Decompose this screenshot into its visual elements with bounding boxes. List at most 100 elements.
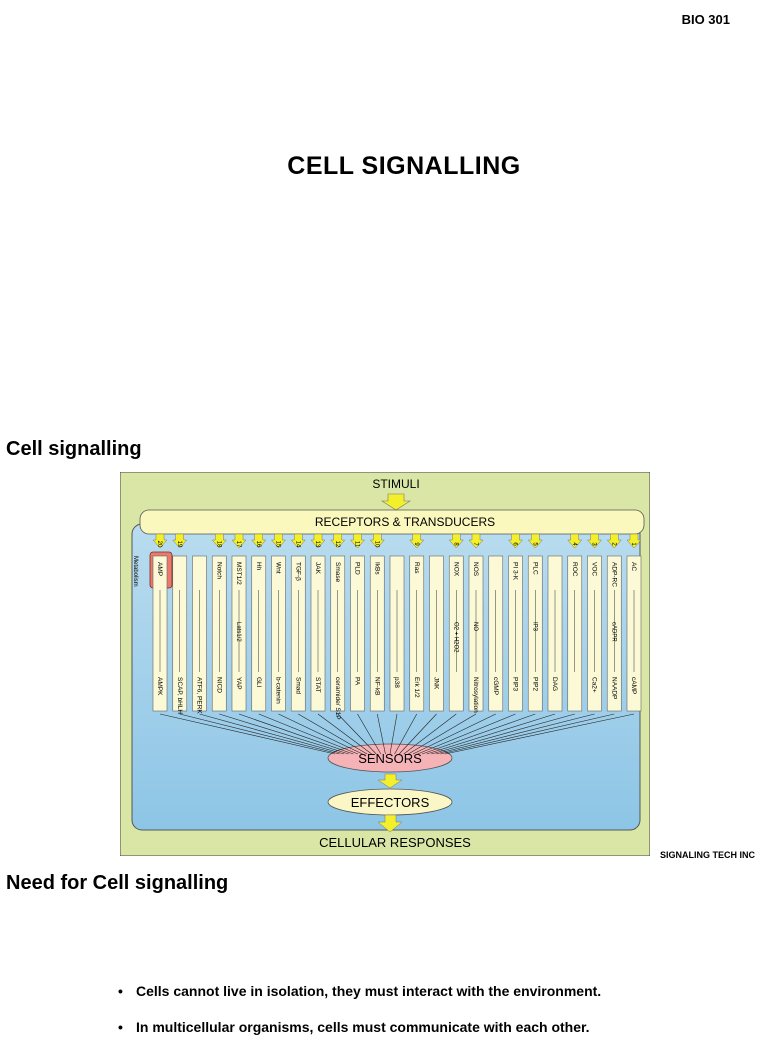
pathway-bottom-label: SCAP, bHLH — [176, 677, 183, 714]
bullet-item: • Cells cannot live in isolation, they m… — [118, 983, 758, 999]
pathway-number: 15 — [275, 541, 281, 548]
pathway-number: 20 — [156, 541, 162, 548]
pathway-bottom-label: Smad — [294, 677, 301, 694]
receptor-arrow — [310, 533, 326, 549]
pathway-top-label: ADP-RC — [610, 562, 617, 587]
converging-arrow — [444, 713, 635, 755]
receptor-arrow — [172, 533, 188, 549]
pathway-bottom-label: GLI — [255, 677, 262, 688]
pathway-number: 2 — [610, 542, 616, 546]
pathway-bottom-label: b-catenin — [275, 677, 282, 704]
receptor-arrow — [626, 533, 642, 549]
effectors-label: EFFECTORS — [351, 795, 430, 810]
pathway-top-label: JAK — [314, 562, 321, 575]
pathway-bottom-label: NICD — [215, 677, 222, 693]
converging-arrow — [376, 713, 386, 755]
bullet-dot: • — [118, 983, 123, 999]
converging-arrow — [298, 713, 368, 755]
pathway-mid-label: IP3 — [531, 622, 537, 632]
stimuli-label: STIMULI — [372, 477, 419, 491]
pathway-mid-label: Lats1/2 — [235, 622, 241, 642]
bullet-text: In multicellular organisms, cells must c… — [136, 1019, 590, 1035]
converging-arrow — [403, 713, 457, 755]
converging-arrows — [159, 713, 635, 755]
pathway-bottom-label: p38 — [393, 677, 400, 688]
receptor-arrow — [606, 533, 622, 549]
pathway-bottom-label: STAT — [314, 677, 321, 693]
pathway-top-label: AC — [630, 562, 637, 571]
bullet-dot: • — [118, 1019, 123, 1035]
pathway-bottom-label: PIP3 — [512, 677, 519, 691]
converging-arrow — [408, 713, 477, 755]
responses-label: CELLULAR RESPONSES — [319, 835, 471, 850]
receptor-arrow — [409, 533, 425, 549]
pathway-number: 5 — [531, 542, 537, 546]
converging-arrow — [199, 713, 345, 755]
pathway-top-label: IkBs — [373, 562, 380, 575]
receptor-arrow — [468, 533, 484, 549]
pathway-number: 7 — [472, 542, 478, 546]
converging-arrow — [357, 713, 382, 755]
image-credit: SIGNALING TECH INC — [660, 850, 756, 860]
receptor-arrow — [586, 533, 603, 549]
pathway-mid-label: NO — [472, 622, 478, 631]
pathway-bottom-label: ATF6, PERK — [196, 677, 203, 714]
pathway-number: 19 — [176, 541, 182, 548]
slide-title: CELL SIGNALLING — [287, 152, 521, 180]
pathway-top-label: PLD — [354, 562, 361, 575]
receptor-arrow — [231, 533, 247, 549]
metabolism-label: Metabolism — [132, 556, 138, 587]
pathway-top-label: PI 3-K — [512, 562, 519, 581]
pathway-number: 14 — [294, 541, 300, 548]
receptors-bar — [139, 509, 645, 535]
pathway-bottom-label: YAP — [235, 677, 242, 690]
receptor-arrow — [349, 533, 366, 549]
converging-arrow — [317, 713, 372, 755]
sensors-ellipse — [327, 743, 453, 773]
pathway-top-label: AMP — [156, 562, 163, 576]
bullet-text: Cells cannot live in isolation, they mus… — [136, 983, 602, 999]
section-heading-cell-signalling: Cell signalling — [6, 438, 142, 460]
converging-arrow — [426, 713, 556, 755]
pathway-bottom-label: PA — [354, 677, 361, 686]
pathway-number: 1 — [630, 542, 636, 546]
effectors-to-responses-arrow — [377, 814, 403, 833]
pathway-number: 18 — [215, 541, 221, 548]
pathway-mid-label: O2 + H2O2 — [452, 622, 458, 653]
receptors-label: RECEPTORS & TRANSDUCERS — [315, 515, 495, 529]
converging-arrow — [278, 713, 363, 755]
pathway-top-label: Smase — [334, 562, 341, 583]
section-heading-need: Need for Cell signalling — [6, 872, 229, 894]
course-code: BIO 301 — [681, 12, 730, 27]
pathway-number: 13 — [314, 541, 320, 548]
bullet-list: • Cells cannot live in isolation, they m… — [118, 983, 758, 1055]
receptor-arrow — [152, 533, 168, 549]
pathway-number: 12 — [334, 541, 340, 548]
pathway-number: 3 — [591, 542, 597, 546]
converging-arrow — [435, 713, 595, 755]
pathway-bottom-label: cAMP — [630, 677, 637, 694]
receptor-arrow — [330, 533, 346, 549]
pathway-bottom-label: JNK — [433, 677, 440, 690]
pathway-number: 11 — [354, 541, 360, 548]
converging-arrow — [337, 713, 377, 755]
stimuli-arrow — [380, 493, 412, 511]
pathway-top-label: PLC — [531, 562, 538, 575]
pathway-bottom-label: DAG — [551, 677, 558, 691]
sensors-label: SENSORS — [358, 751, 422, 766]
pathway-number: 16 — [255, 541, 261, 548]
pathway-bottom-label: PIP2 — [531, 677, 538, 691]
receptor-arrow — [448, 533, 464, 549]
converging-arrow — [394, 713, 418, 755]
pathway-bottom-label: Erk 1/2 — [413, 677, 420, 698]
pathway-top-label: VOC — [591, 562, 598, 576]
pathway-top-label: ROC — [571, 562, 578, 577]
pathway-mid-label: cADPR — [610, 622, 616, 642]
converging-arrow — [421, 713, 536, 755]
pathway-top-label: MST1/2 — [235, 562, 242, 585]
pathway-number: 4 — [571, 542, 577, 546]
sensors-to-effectors-arrow — [377, 773, 403, 789]
converging-arrow — [238, 713, 354, 755]
converging-arrow — [179, 713, 340, 755]
pathway-top-label: Hh — [255, 562, 262, 571]
